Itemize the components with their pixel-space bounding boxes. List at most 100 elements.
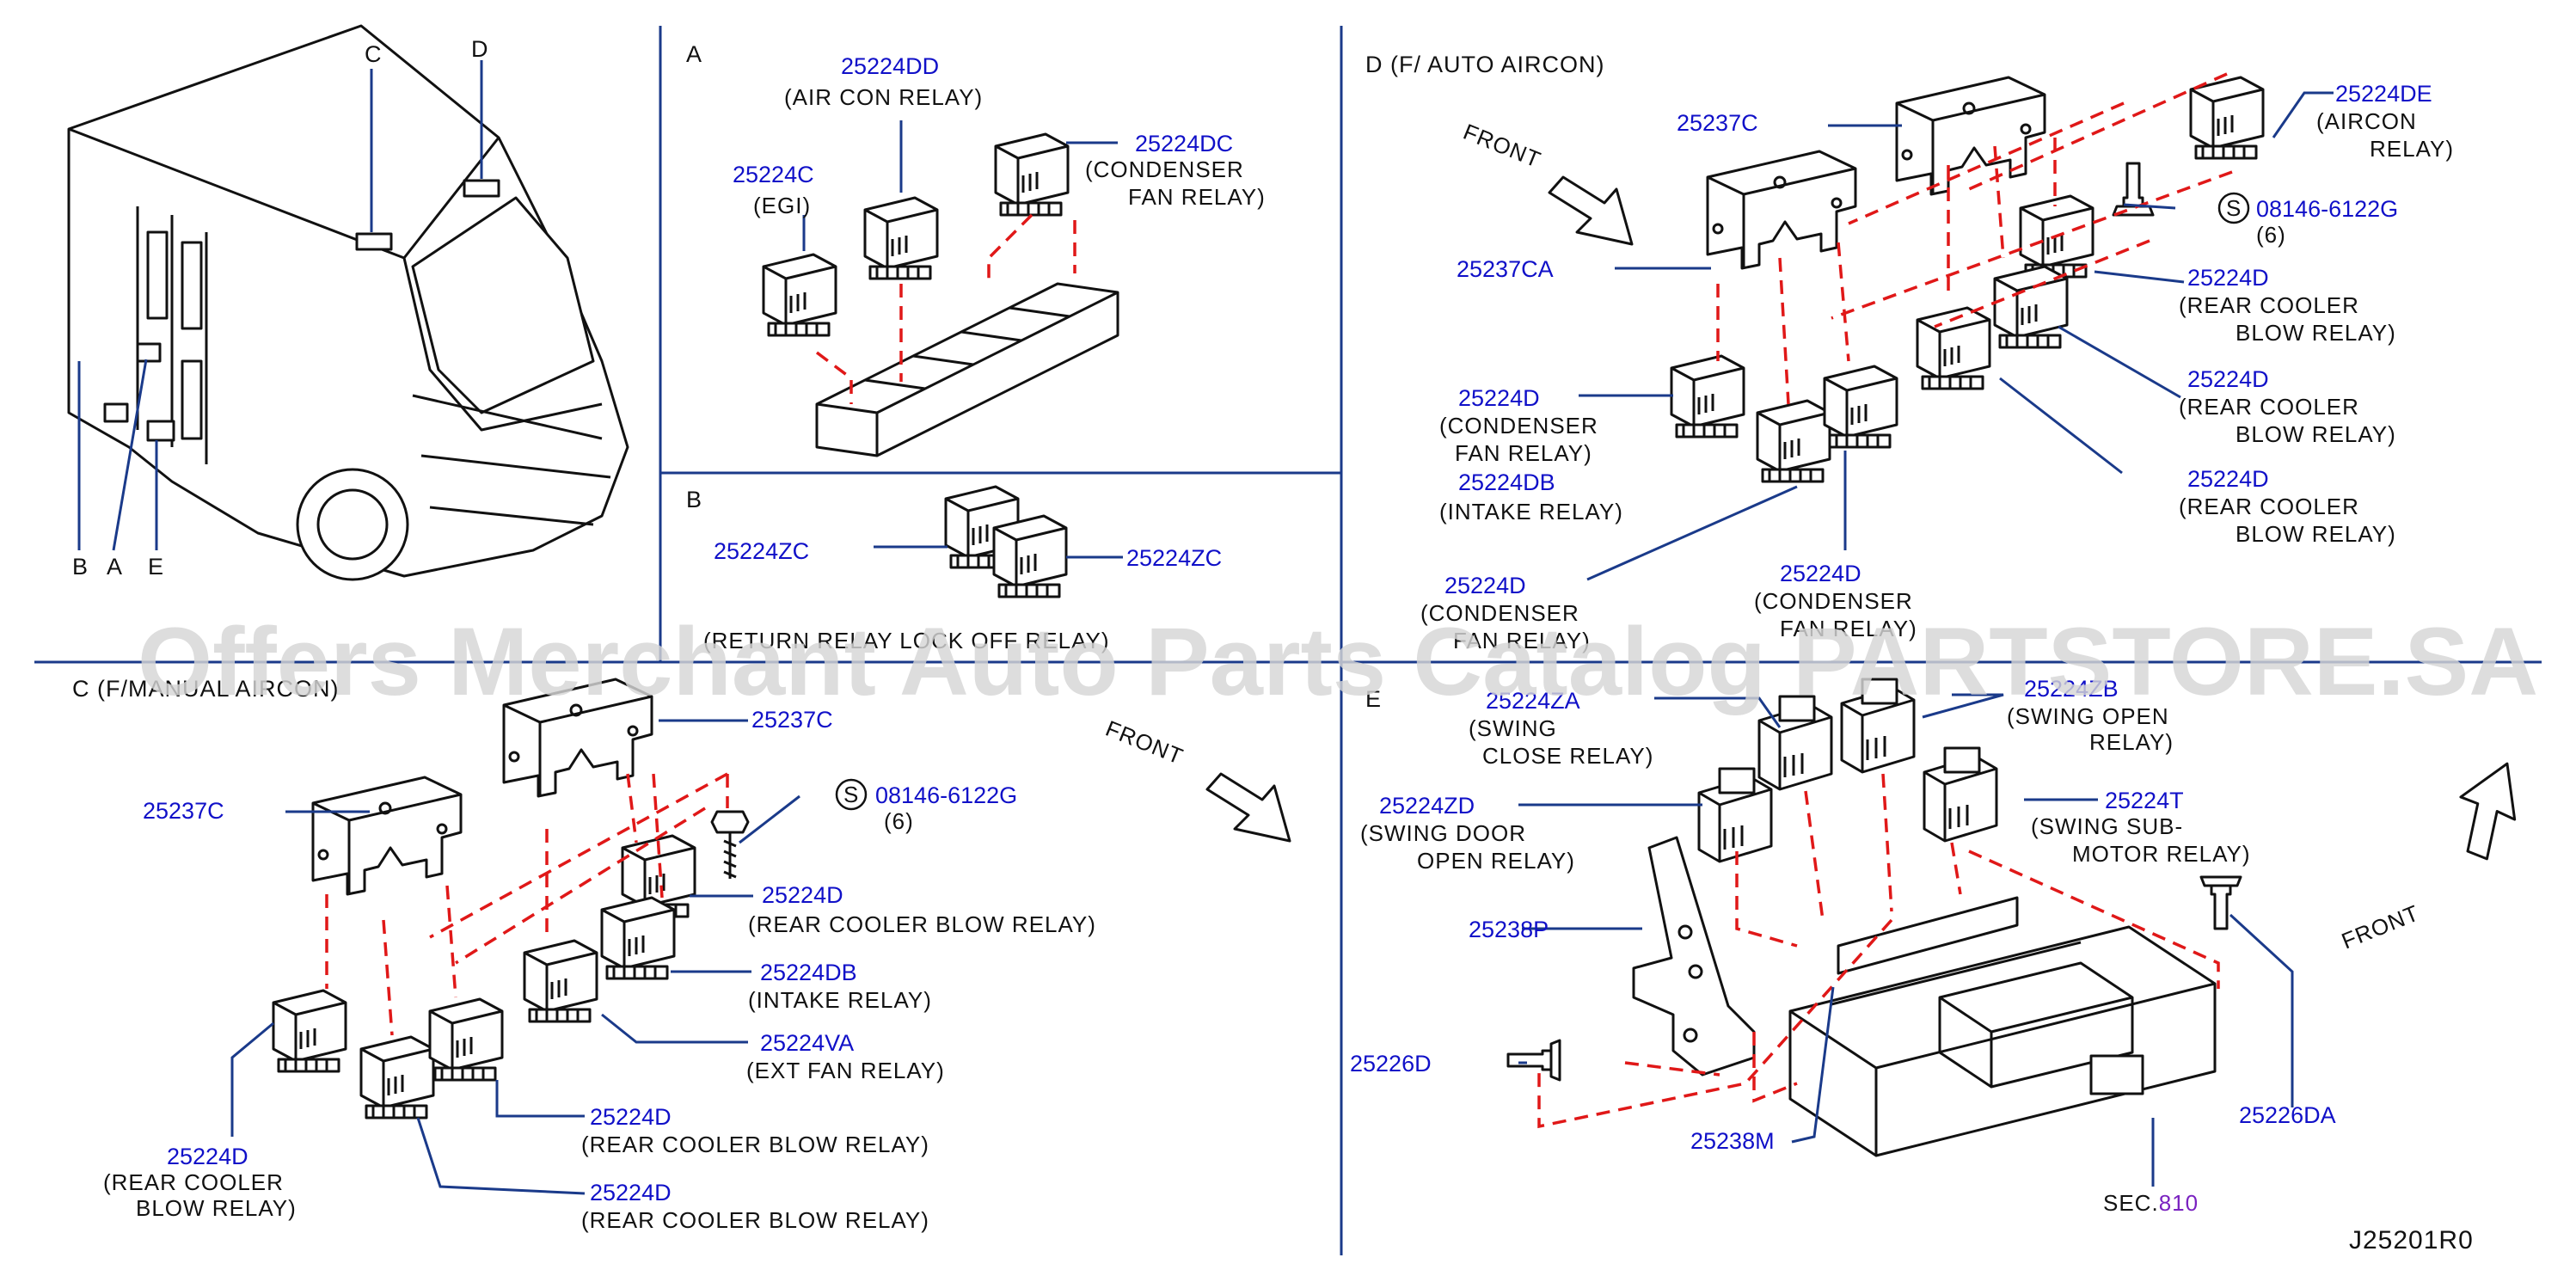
relay-air-con: [863, 196, 939, 280]
c-bracket-upper-pn: 25237C: [751, 707, 833, 733]
d-aircon-relay-desc1: (AIRCON: [2316, 108, 2417, 134]
section-d: D (F/ AUTO AIRCON) 25237C 25237CA 25224D…: [1365, 52, 2453, 653]
e-bolt2-pn: 25226DA: [2239, 1102, 2336, 1128]
e-front-arrow: [2443, 762, 2537, 866]
d-cond3-desc2: FAN RELAY): [1780, 616, 1917, 641]
c-bracket-lower-pn: 25237C: [143, 798, 224, 824]
relay-egi: [762, 253, 837, 337]
d-relay-cond-1: [1670, 354, 1745, 439]
d-bolt-s-circle: [2217, 192, 2250, 224]
d-cond1-pn: 25224D: [1458, 385, 1540, 411]
relay-condenser-fan: [994, 132, 1070, 217]
relay-b-right: [992, 514, 1068, 598]
d-bolt-qty: (6): [2256, 222, 2286, 248]
overview-letter-a: A: [107, 554, 123, 580]
diagram-code: J25201R0: [2349, 1226, 2474, 1255]
d-rcb2-desc1: (REAR COOLER: [2179, 394, 2359, 420]
e-swing-door-desc2: OPEN RELAY): [1417, 848, 1575, 874]
section-e-letter: E: [1365, 686, 1382, 712]
b-left-relay-pn: 25224ZC: [714, 538, 809, 564]
e-swing-sub-desc2: MOTOR RELAY): [2072, 841, 2251, 867]
d-intake-desc: (INTAKE RELAY): [1439, 499, 1623, 525]
c-bracket-lower: [311, 776, 463, 896]
e-bracket: [1632, 836, 1756, 1077]
section-a: A 25224DD (AIR CON RELAY) 25224DC (CONDE…: [686, 41, 1266, 457]
e-sec-ref: SEC.810: [2103, 1190, 2199, 1216]
c-bolt-s: S: [843, 782, 859, 807]
d-front-label: FRONT: [1460, 119, 1545, 173]
overview-letter-d: D: [471, 36, 489, 62]
e-swing-sub-desc1: (SWING SUB-: [2031, 813, 2183, 839]
roof-relay-d: [463, 179, 500, 198]
section-a-letter: A: [686, 41, 702, 67]
c-front-label: FRONT: [1102, 715, 1187, 770]
e-swing-close-pn: 25224ZA: [1486, 688, 1580, 714]
d-intake-pn: 25224DB: [1458, 469, 1555, 495]
c-front-arrow: [1205, 772, 1291, 843]
c-rcb3-desc: (REAR COOLER BLOW RELAY): [581, 1207, 929, 1233]
section-dividers: [34, 26, 2542, 1255]
c-rcb3-pn: 25224D: [590, 1180, 672, 1205]
a-cond-relay-desc1: (CONDENSER: [1085, 156, 1244, 182]
c-ext-pn: 25224VA: [760, 1030, 854, 1056]
e-box-pn: 25238M: [1690, 1128, 1775, 1154]
e-swing-door-pn: 25224ZD: [1379, 793, 1475, 819]
d-rcb3-desc2: BLOW RELAY): [2236, 521, 2396, 547]
a-cond-relay-desc2: FAN RELAY): [1128, 184, 1266, 210]
e-bolt-pn: 25226D: [1350, 1051, 1432, 1077]
d-rcb3-desc1: (REAR COOLER: [2179, 494, 2359, 519]
c-relay-rcb-3: [359, 1035, 435, 1120]
d-cond1-desc1: (CONDENSER: [1439, 413, 1598, 439]
section-c-title: C (F/MANUAL AIRCON): [72, 676, 340, 702]
c-bolt-pn: 08146-6122G: [875, 782, 1017, 808]
section-e: E 25224ZA (SWING CLOSE RELAY) 25224ZB (S…: [1350, 676, 2537, 1216]
c-rcb4-desc2: BLOW RELAY): [136, 1195, 297, 1221]
a-egi-relay-desc: (EGI): [753, 193, 811, 218]
a-ac-relay-desc: (AIR CON RELAY): [784, 84, 983, 110]
c-relay-rcb-4: [272, 989, 347, 1073]
overview-letter-c: C: [365, 41, 383, 67]
overview-letter-e: E: [148, 554, 164, 580]
d-rcb1-pn: 25224D: [2187, 265, 2269, 291]
e-swing-door-desc1: (SWING DOOR: [1360, 820, 1526, 846]
d-cond1-desc2: FAN RELAY): [1455, 440, 1592, 466]
a-egi-relay-pn: 25224C: [733, 162, 814, 187]
c-relay-ext-fan: [523, 939, 598, 1023]
c-rcb2-desc: (REAR COOLER BLOW RELAY): [581, 1132, 929, 1157]
overview-letter-b: B: [72, 554, 89, 580]
c-ext-desc: (EXT FAN RELAY): [746, 1058, 945, 1083]
d-bracket-upper-pn: 25237C: [1677, 110, 1758, 136]
d-rcb3-pn: 25224D: [2187, 466, 2269, 492]
d-cond3-desc1: (CONDENSER: [1754, 588, 1913, 614]
e-swing-open-desc1: (SWING OPEN: [2007, 703, 2169, 729]
section-d-title: D (F/ AUTO AIRCON): [1365, 52, 1605, 77]
d-front-arrow: [1548, 175, 1634, 246]
roof-relay-c: [355, 232, 393, 251]
c-bolt: [710, 810, 750, 880]
d-bolt-pn: 08146-6122G: [2256, 196, 2398, 222]
e-swing-open-pn: 25224ZB: [2024, 676, 2119, 702]
e-swing-close-desc2: CLOSE RELAY): [1482, 743, 1653, 769]
d-rcb1-desc1: (REAR COOLER: [2179, 292, 2359, 318]
bus-overview-drawing: C D B A E: [67, 24, 629, 581]
c-relay-rcb-2: [428, 997, 504, 1082]
c-rcb1-pn: 25224D: [762, 882, 843, 908]
e-control-box: [1788, 925, 2217, 1157]
e-relay-base: [1837, 896, 2019, 975]
d-bracket-upper: [1895, 76, 2046, 196]
c-bolt-s-circle: [835, 778, 868, 811]
c-bolt-qty: (6): [884, 808, 914, 834]
section-b-letter: B: [686, 487, 702, 512]
e-bolt-right: [2199, 875, 2242, 930]
c-rcb4-desc1: (REAR COOLER: [103, 1169, 284, 1195]
section-c: C (F/MANUAL AIRCON) 25237C 25237C S 0814…: [72, 676, 1291, 1233]
e-bracket-pn: 25238P: [1469, 917, 1549, 942]
e-swing-open-desc2: RELAY): [2089, 729, 2174, 755]
d-bracket-lower-pn: 25237CA: [1457, 256, 1554, 282]
b-caption: (RETURN RELAY LOCK OFF RELAY): [703, 628, 1110, 653]
e-swing-close-desc1: (SWING: [1469, 715, 1557, 741]
a-ac-relay-pn: 25224DD: [841, 53, 939, 79]
b-right-relay-pn: 25224ZC: [1126, 545, 1222, 571]
d-relay-intake: [1823, 365, 1898, 449]
